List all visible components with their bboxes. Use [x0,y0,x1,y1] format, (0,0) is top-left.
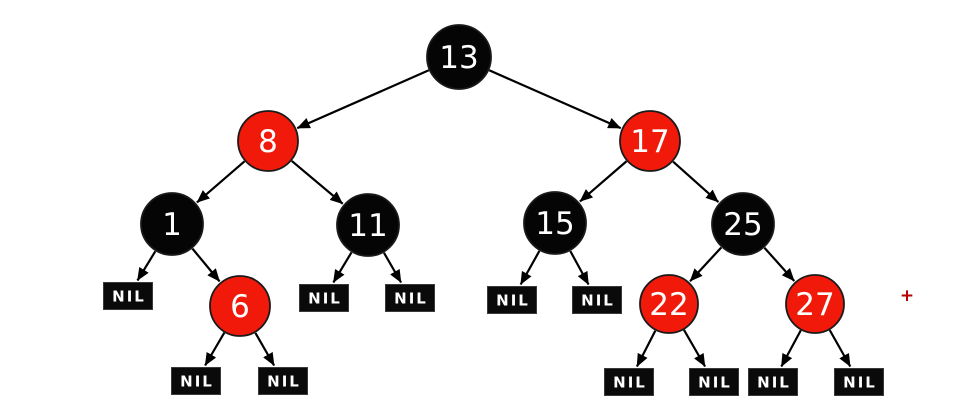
nil-box [299,284,349,312]
nil-leaf-nil27R: NIL [834,368,884,396]
tree-edge-n25-n27 [763,247,796,282]
node-label-25: 25 [723,207,762,243]
tree-edge-n13-n8 [296,69,430,130]
nil-box [689,368,739,396]
node-label-6: 6 [230,289,250,325]
nil-box [487,286,537,314]
tree-edge-n15-nil15L [519,250,541,286]
nil-box [834,368,884,396]
tree-edge-n25-n22 [689,246,723,282]
tree-edge-n8-n1 [196,160,246,204]
nil-leaf-nil6L: NIL [171,367,221,395]
nil-box [748,368,798,396]
nil-box [103,282,153,310]
cursor-cross-icon: + [900,286,914,306]
nil-box [604,368,654,396]
nil-label: NIL [757,373,791,391]
nil-label: NIL [308,289,342,307]
nil-label: NIL [698,373,732,391]
tree-edge-n22-nil22L [635,330,657,368]
nil-label: NIL [496,291,530,309]
tree-edge-n27-nil27L [780,329,802,368]
tree-node-1: 1 [140,192,204,256]
tree-edge-n17-n15 [579,160,628,203]
tree-edge-n6-nil6L [204,332,226,367]
tree-edge-n11-nil11L [332,251,353,284]
nil-leaf-nil11R: NIL [385,284,435,312]
tree-node-6: 6 [209,275,271,337]
tree-edge-n13-n17 [488,69,622,130]
tree-node-11: 11 [336,193,400,257]
nil-leaf-nil22L: NIL [604,368,654,396]
nil-box [572,286,622,314]
node-circle-11 [336,193,400,257]
tree-edge-n6-nil6R [254,332,276,367]
nil-leaf-nil11L: NIL [299,284,349,312]
tree-edge-n8-n11 [291,160,344,205]
tree-node-27: 27 [785,274,845,334]
node-label-13: 13 [439,40,478,76]
tree-node-22: 22 [639,274,699,334]
nil-label: NIL [613,373,647,391]
node-circle-6 [209,275,271,337]
nil-box [385,284,435,312]
nil-box [171,367,221,395]
node-label-8: 8 [258,124,278,160]
nil-label: NIL [112,287,146,305]
node-circle-27 [785,274,845,334]
node-label-11: 11 [348,208,387,244]
node-label-22: 22 [649,287,688,323]
node-circle-17 [619,110,681,172]
tree-edge-n11-nil11R [383,252,403,284]
nil-leaf-nil27L: NIL [748,368,798,396]
nil-label: NIL [843,373,877,391]
node-circle-22 [639,274,699,334]
node-label-27: 27 [795,287,834,323]
node-label-17: 17 [630,124,669,160]
tree-node-15: 15 [523,191,587,255]
node-label-15: 15 [535,206,574,242]
tree-edge-n27-nil27R [828,329,852,368]
nil-label: NIL [180,372,214,390]
tree-edge-n17-n25 [672,160,720,203]
nil-leaf-nil15L: NIL [487,286,537,314]
node-circle-8 [237,110,299,172]
tree-edge-n1-nil1L [136,250,157,282]
node-circle-25 [711,192,775,256]
nil-leaf-nil22R: NIL [689,368,739,396]
nil-box [258,367,308,395]
tree-node-8: 8 [237,110,299,172]
nil-label: NIL [581,291,615,309]
tree-node-13: 13 [426,24,492,90]
tree-edge-n15-nil15R [569,250,590,286]
tree-node-17: 17 [619,110,681,172]
nil-leaf-nil15R: NIL [572,286,622,314]
tree-node-25: 25 [711,192,775,256]
nil-leaf-nil1L: NIL [103,282,153,310]
tree-edge-n1-n6 [191,247,221,283]
node-circle-13 [426,24,492,90]
node-label-1: 1 [162,207,182,243]
nil-label: NIL [394,289,428,307]
node-circle-1 [140,192,204,256]
nil-leaf-nil6R: NIL [258,367,308,395]
node-circle-15 [523,191,587,255]
nil-label: NIL [267,372,301,390]
tree-edge-n22-nil22R [683,329,707,368]
